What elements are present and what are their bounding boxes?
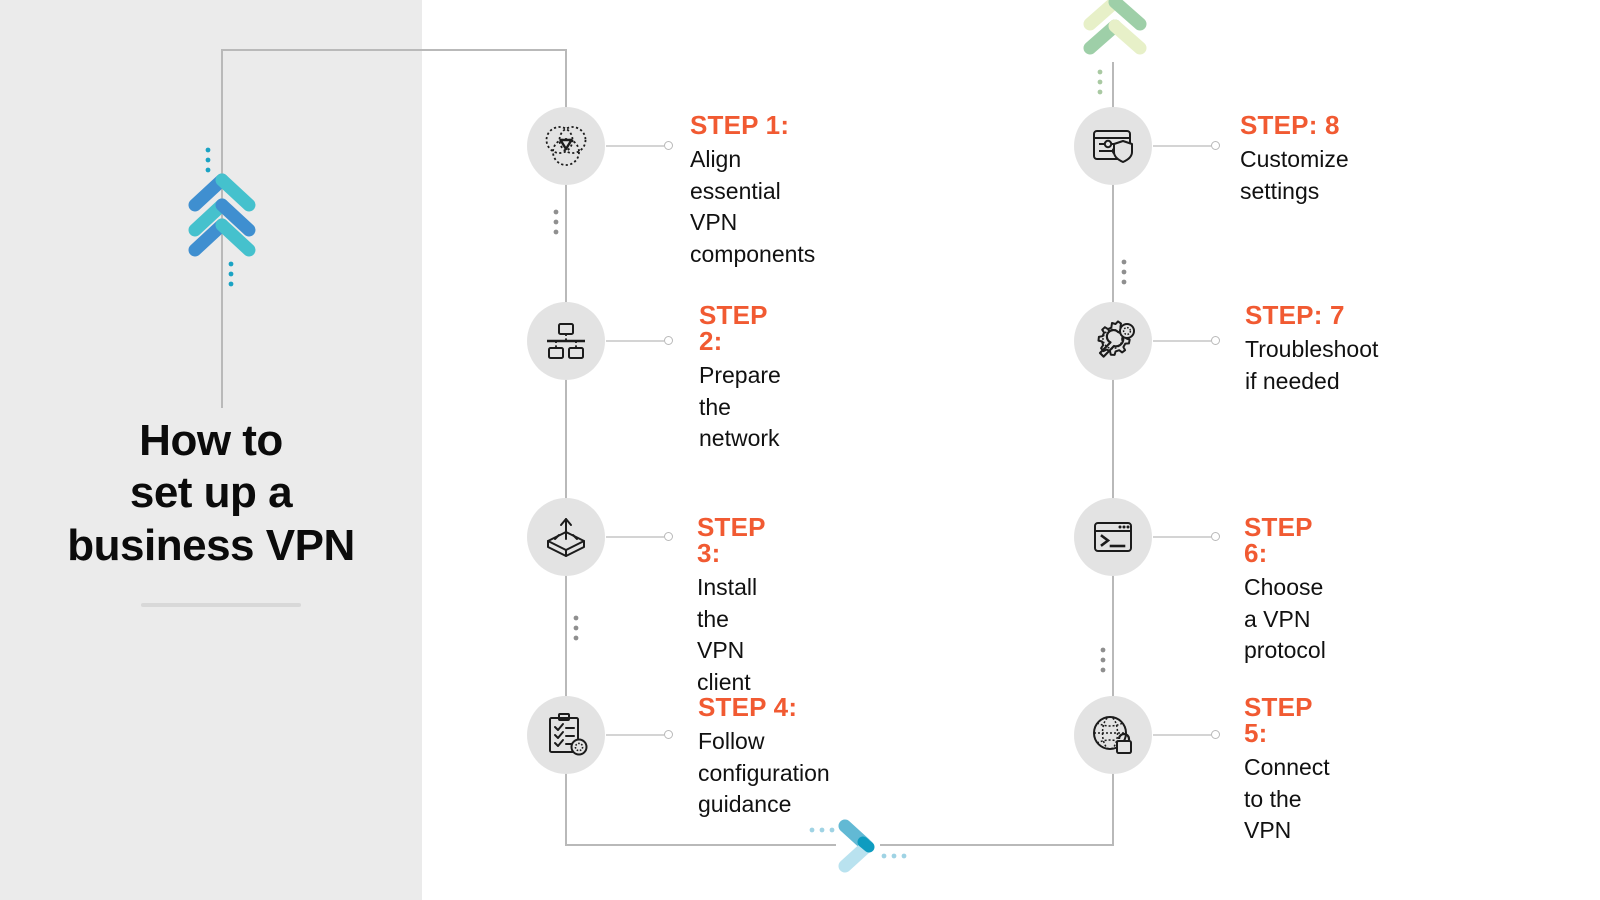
- step-3-text: STEP 3: Install the VPN client: [697, 514, 765, 699]
- step-1-number: STEP 1:: [690, 110, 790, 140]
- step-6-description: Choose a VPN protocol: [1244, 574, 1326, 664]
- step-2-leader-dot: [664, 336, 673, 345]
- step-1-badge: [527, 107, 605, 185]
- page-title-line-2: set up a: [129, 468, 293, 518]
- step-6-leader-dot: [1211, 532, 1220, 541]
- step-8-badge: [1074, 107, 1152, 185]
- step-3-badge: [527, 498, 605, 576]
- step-4-leader-dot: [664, 730, 673, 739]
- step-5-text: STEP 5: Connect to the VPN: [1244, 694, 1330, 847]
- clipboard-checklist-gear-icon: [549, 713, 588, 756]
- step-6-text: STEP 6: Choose a VPN protocol: [1244, 514, 1326, 667]
- step-5-leader-dot: [1211, 730, 1220, 739]
- wrench-gears-icon: [1097, 320, 1135, 358]
- page-title-line-1: How to: [139, 416, 283, 465]
- network-topology-icon: [547, 323, 585, 359]
- step-2-badge: [527, 302, 605, 380]
- settings-sliders-shield-icon: [1093, 130, 1133, 163]
- step-5-badge: [1074, 696, 1152, 774]
- step-3-number: STEP 3:: [697, 512, 766, 568]
- step-6-number: STEP 6:: [1244, 512, 1313, 568]
- step-1-description: Align essential VPN components: [690, 146, 816, 268]
- step-5-description: Connect to the VPN: [1244, 754, 1330, 844]
- step-5-number: STEP 5:: [1244, 692, 1313, 748]
- step-1-text: STEP 1: Align essential VPN components: [690, 112, 815, 271]
- step-7-number: STEP: 7: [1245, 300, 1345, 330]
- step-2-description: Prepare the network: [699, 362, 781, 452]
- chevron-stack-blue: [186, 172, 258, 263]
- chevron-arrow-cyan: [833, 816, 885, 881]
- step-8-leader-dot: [1211, 141, 1220, 150]
- step-4-text: STEP 4: Follow configuration guidance: [698, 694, 830, 821]
- step-4-badge: [527, 696, 605, 774]
- title-underline-rule: [141, 603, 301, 607]
- step-3-leader-dot: [664, 532, 673, 541]
- globe-lock-icon: [1093, 716, 1132, 754]
- step-2-text: STEP 2: Prepare the network: [699, 302, 781, 455]
- step-8-text: STEP: 8 Customize settings: [1240, 112, 1349, 207]
- step-2-number: STEP 2:: [699, 300, 768, 356]
- terminal-window-icon: [1094, 522, 1132, 552]
- venn-diagram-icon: [545, 126, 587, 166]
- step-8-description: Customize settings: [1240, 146, 1349, 204]
- page-title: How to set up a business VPN: [0, 415, 422, 572]
- step-6-badge: [1074, 498, 1152, 576]
- step-4-description: Follow configuration guidance: [698, 728, 830, 818]
- step-7-text: STEP: 7 Troubleshoot if needed: [1245, 302, 1378, 397]
- step-7-badge: [1074, 302, 1152, 380]
- step-7-leader-dot: [1211, 336, 1220, 345]
- step-3-description: Install the VPN client: [697, 574, 758, 696]
- chevron-stack-green: [1082, 0, 1148, 67]
- step-7-description: Troubleshoot if needed: [1245, 336, 1379, 394]
- page-title-line-3: business VPN: [67, 520, 355, 570]
- step-1-leader-dot: [664, 141, 673, 150]
- step-4-number: STEP 4:: [698, 692, 798, 722]
- open-box-install-icon: [547, 518, 585, 557]
- step-8-number: STEP: 8: [1240, 110, 1340, 140]
